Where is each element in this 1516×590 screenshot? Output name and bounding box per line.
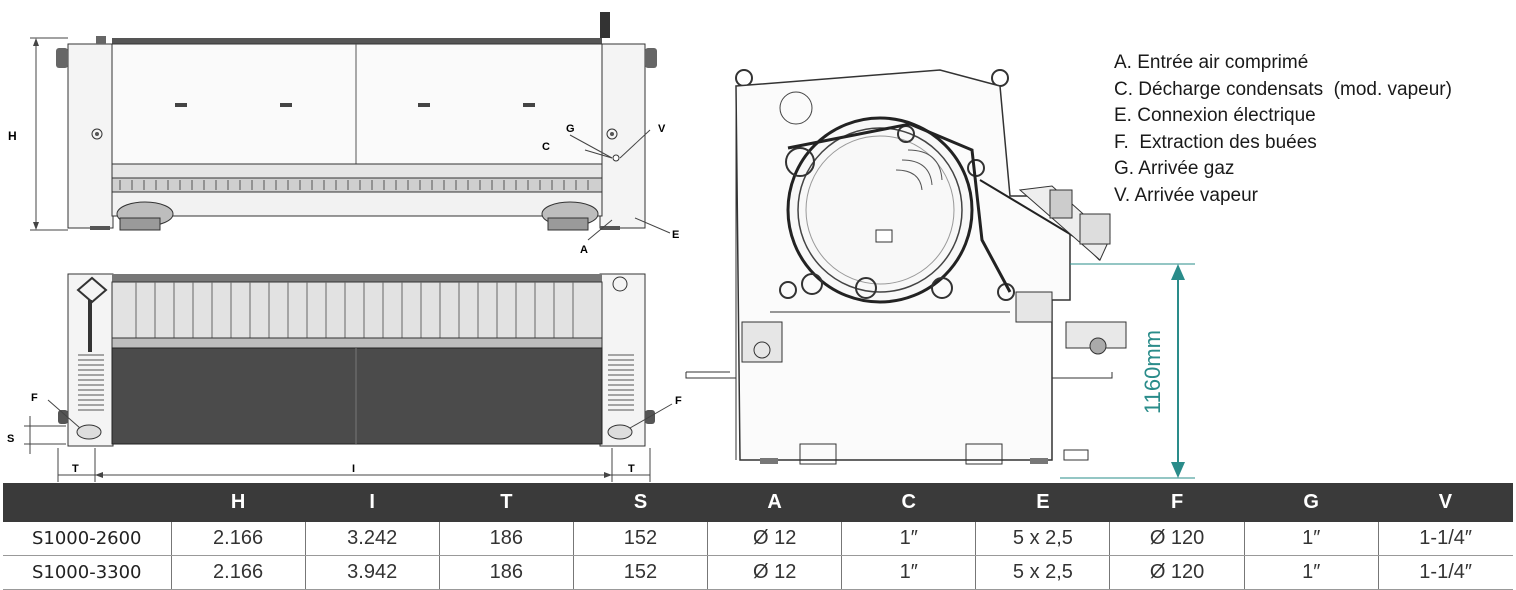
legend-item: C. Décharge condensats (mod. vapeur) [1114,78,1452,100]
legend-item: G. Arrivée gaz [1114,158,1235,179]
cell-s: 152 [573,555,709,590]
height-dimension-label: 1160mm [1140,330,1165,414]
label-h: H [8,129,17,143]
cell-v: 1-1/4″ [1378,522,1513,556]
legend-item: E. Connexion électrique [1114,105,1316,126]
label-i: I [352,463,355,475]
label-c: C [542,141,550,153]
cell-g: 1″ [1244,522,1379,556]
table-row: S1000-2600 2.166 3.242 186 152 Ø 12 1″ 5… [3,522,1513,556]
cell-a: Ø 12 [707,555,843,590]
header-e: E [975,483,1111,522]
cell-v: 1-1/4″ [1378,555,1513,590]
label-t-left: T [72,463,79,475]
header-c: C [841,483,977,522]
cell-a: Ø 12 [707,522,843,556]
label-e: E [672,229,679,241]
label-v: V [658,123,666,135]
cell-c: 1″ [841,522,977,556]
cell-e: 5 x 2,5 [975,522,1111,556]
height-dimension [30,37,68,231]
top-rollers [135,282,574,338]
label-f-left: F [31,392,38,404]
top-view-drawing: S F F T I T [7,273,682,482]
table-header-row: H I T S A C E F G V [3,483,1514,522]
header-f: F [1109,483,1245,522]
cell-s: 152 [573,522,709,556]
cell-h: 2.166 [171,555,306,590]
header-i: I [305,483,440,522]
cell-h: 2.166 [171,522,306,556]
legend-item: A. Entrée air comprimé [1114,52,1309,73]
label-f-right: F [675,395,682,407]
cell-model: S1000-3300 [3,555,172,590]
label-g: G [566,123,575,135]
connection-legend: A. Entrée air comprimé C. Décharge conde… [1114,50,1452,209]
cell-i: 3.242 [305,522,440,556]
front-roller-teeth [119,180,589,190]
side-view-drawing: 1160mm [685,69,1195,479]
cell-model: S1000-2600 [3,522,172,556]
header-a: A [707,483,843,522]
cell-f: Ø 120 [1109,522,1245,556]
cell-e: 5 x 2,5 [975,555,1111,590]
callout-lines [569,129,671,241]
legend-item: F. Extraction des buées [1114,131,1317,153]
label-s: S [7,433,14,445]
label-a: A [580,244,588,256]
table-row: S1000-3300 2.166 3.942 186 152 Ø 12 1″ 5… [3,555,1513,590]
header-t: T [439,483,574,522]
cell-i: 3.942 [305,555,440,590]
cell-t: 186 [439,522,574,556]
header-h: H [171,483,306,522]
front-view-drawing: H [8,12,679,256]
header-s: S [573,483,709,522]
label-t-right: T [628,463,635,475]
cell-g: 1″ [1244,555,1379,590]
cell-c: 1″ [841,555,977,590]
header-g: G [1244,483,1379,522]
header-v: V [1378,483,1514,522]
header-model [3,483,172,522]
vent-grilles [78,354,634,411]
cell-f: Ø 120 [1109,555,1245,590]
cell-t: 186 [439,555,574,590]
dimensions-table: H I T S A C E F G V S1000-2600 2.166 3.2… [3,483,1514,590]
legend-item: V. Arrivée vapeur [1114,184,1258,206]
